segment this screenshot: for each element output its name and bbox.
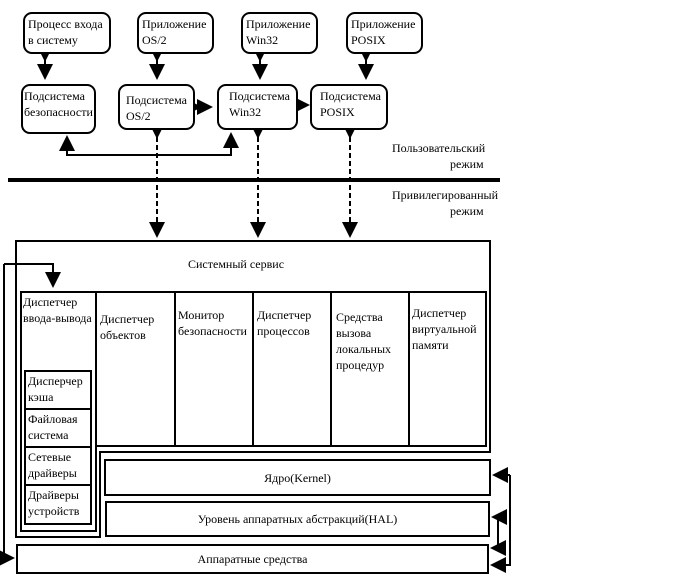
- label: Диспетчер: [23, 295, 78, 309]
- label: безопасности: [24, 105, 93, 119]
- object-manager: Диспетчер объектов: [95, 291, 176, 447]
- user-mode-label-2: режим: [450, 157, 484, 171]
- label: POSIX: [320, 105, 355, 119]
- kernel-box: Ядро(Kernel): [104, 459, 491, 496]
- arrow-kernel-hardware: [490, 475, 511, 573]
- label: Ядро(Kernel): [264, 470, 331, 485]
- kernel-mode-frame: [15, 240, 491, 538]
- label: Диспетчер: [412, 306, 467, 320]
- device-drivers: Драйверы устройств: [24, 484, 92, 525]
- label: Win32: [229, 105, 262, 119]
- arrow-hal-hardware: [490, 517, 506, 556]
- label: Процесс входа: [28, 17, 103, 31]
- label: Диспетчер: [100, 312, 155, 326]
- file-system: Файловая система: [24, 408, 92, 448]
- label: OS/2: [126, 109, 151, 123]
- label: безопасности: [178, 324, 247, 338]
- label: в систему: [28, 33, 78, 47]
- label: памяти: [412, 338, 449, 352]
- subsystem-security: Подсистема безопасности: [21, 84, 96, 134]
- label: Подсистема: [126, 93, 187, 107]
- label: Сетевые: [28, 450, 72, 464]
- hardware-box: Аппаратные средства: [16, 544, 489, 574]
- cache-manager: Дисперчер кэша: [24, 370, 92, 410]
- label: Подсистема: [229, 89, 290, 103]
- app-logon: Процесс входа в систему: [23, 12, 111, 54]
- label: процессов: [257, 324, 310, 338]
- label: система: [28, 428, 69, 442]
- label: Файловая: [28, 412, 78, 426]
- virtual-memory-manager: Диспетчер виртуальной памяти: [408, 291, 487, 447]
- label: Win32: [246, 33, 279, 47]
- label: Приложение: [351, 17, 416, 31]
- label: драйверы: [28, 466, 77, 480]
- label: вызова: [336, 326, 372, 340]
- label: виртуальной: [412, 322, 477, 336]
- process-manager: Диспетчер процессов: [252, 291, 332, 447]
- label: Приложение: [246, 17, 311, 31]
- local-procedure-call: Средства вызова локальных процедур: [330, 291, 410, 447]
- kernel-mode-label-2: режим: [450, 204, 484, 218]
- label: Подсистема: [24, 89, 85, 103]
- label: Уровень аппаратных абстракций(HAL): [197, 512, 398, 526]
- label: OS/2: [142, 33, 167, 47]
- label: Диспетчер: [257, 308, 312, 322]
- label: процедур: [336, 358, 385, 372]
- label: Драйверы: [28, 488, 79, 502]
- hal-box: Уровень аппаратных абстракций(HAL): [105, 501, 490, 537]
- system-service-title: Системный сервис: [188, 257, 285, 271]
- kernel-mode-label: Привилегированный: [392, 188, 498, 202]
- arrow-to-hardware: [0, 264, 15, 566]
- label: кэша: [28, 390, 54, 404]
- label: Средства: [336, 310, 383, 324]
- label: ввода-вывода: [23, 311, 92, 325]
- label: Дисперчер: [28, 374, 83, 388]
- arrow-to-io: [4, 263, 61, 288]
- network-drivers: Сетевые драйверы: [24, 446, 92, 486]
- label: Аппаратные средства: [197, 552, 308, 566]
- security-win32-link: [66, 136, 232, 156]
- label: локальных: [336, 342, 392, 356]
- label: Монитор: [178, 308, 225, 322]
- label: Приложение: [142, 17, 207, 31]
- label: Подсистема: [320, 89, 381, 103]
- user-mode-label: Пользовательский: [392, 141, 486, 155]
- label: устройств: [28, 504, 80, 518]
- security-monitor: Монитор безопасности: [174, 291, 254, 447]
- label: POSIX: [351, 33, 386, 47]
- label: объектов: [100, 328, 146, 342]
